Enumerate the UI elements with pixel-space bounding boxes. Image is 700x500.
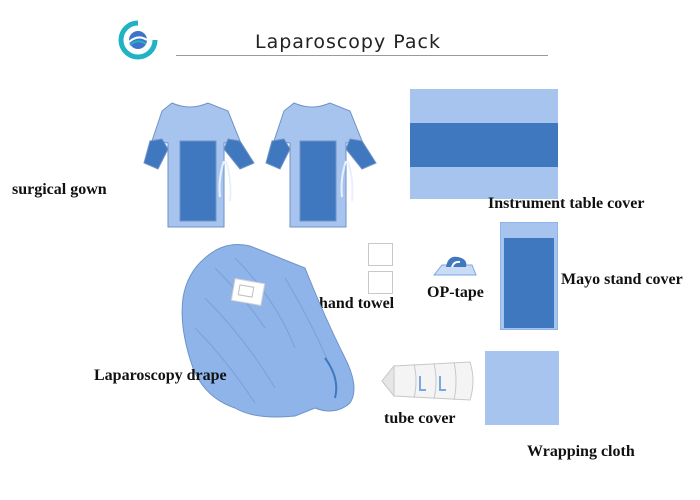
page-title: Laparoscopy Pack: [255, 31, 441, 53]
tape-icon: [432, 256, 477, 276]
label-op-tape: OP-tape: [427, 284, 484, 301]
label-instrument-table-cover: Instrument table cover: [488, 195, 645, 212]
label-tube-cover: tube cover: [384, 410, 456, 427]
label-hand-towel: hand towel: [319, 295, 395, 312]
drape-icon: [181, 244, 355, 418]
logo-icon: [118, 20, 158, 60]
wrapping-cloth-image: [485, 351, 559, 425]
label-wrapping-cloth: Wrapping cloth: [527, 443, 635, 460]
label-mayo-stand-cover: Mayo stand cover: [561, 271, 683, 288]
gown-icon: [265, 102, 377, 228]
label-laparoscopy-drape: Laparoscopy drape: [94, 367, 227, 384]
mayo-stand-cover-image: [500, 222, 558, 330]
tube-cover-icon: [381, 361, 474, 401]
gown-icon: [143, 102, 255, 228]
title-divider: [176, 55, 548, 56]
instrument-table-cover-image: [410, 89, 558, 199]
label-surgical-gown: surgical gown: [12, 181, 107, 198]
towel-icon: [368, 243, 393, 294]
